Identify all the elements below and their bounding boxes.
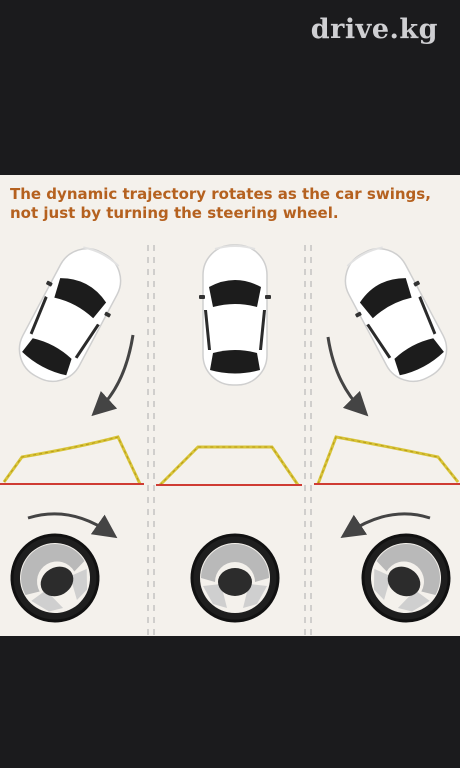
car-right-icon xyxy=(330,235,460,395)
wheel-arrow-right-icon xyxy=(340,512,431,538)
wheel-arrow-left-icon xyxy=(27,512,118,539)
steering-wheel-left-icon xyxy=(0,517,116,636)
illustration-art xyxy=(0,235,460,636)
trajectory-left xyxy=(0,435,144,485)
curved-arrow-left-icon xyxy=(91,334,135,417)
curved-arrow-right-icon xyxy=(326,336,369,417)
watermark-logo: drive.kg xyxy=(310,14,438,45)
illustration-panel: The dynamic trajectory rotates as the ca… xyxy=(0,175,460,636)
car-center-icon xyxy=(198,244,272,386)
caption-line-2: not just by turning the steering wheel. xyxy=(10,204,339,222)
steering-wheel-right-icon xyxy=(345,517,460,636)
caption: The dynamic trajectory rotates as the ca… xyxy=(10,185,458,223)
caption-line-1: The dynamic trajectory rotates as the ca… xyxy=(10,185,431,203)
steering-wheel-center-icon xyxy=(190,533,280,623)
divider-lines xyxy=(147,245,312,636)
trajectory-right xyxy=(314,435,460,485)
car-left-icon xyxy=(4,235,136,395)
trajectory-center xyxy=(156,445,302,487)
